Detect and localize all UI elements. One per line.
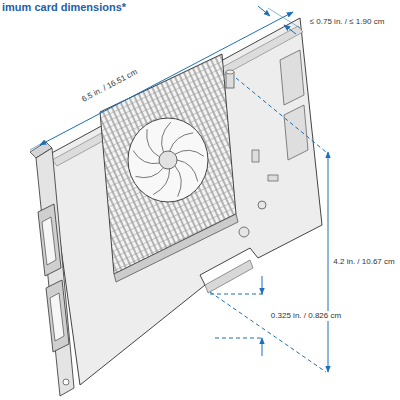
circuit-board [48, 18, 322, 385]
dimension-thickness [258, 6, 300, 34]
component [252, 150, 259, 162]
dimension-line [258, 6, 270, 16]
fan-blade [162, 122, 171, 152]
fan-blade [133, 151, 159, 164]
fan-blade [136, 168, 164, 178]
fan-blade [147, 129, 160, 157]
component [268, 175, 278, 181]
cooling-fan [128, 118, 208, 202]
fan-blades [133, 122, 204, 196]
fan-blade [153, 169, 169, 195]
dimension-finger [210, 276, 264, 356]
fan-hub [159, 151, 177, 169]
leader-line [236, 78, 326, 152]
dimension-label: 4.2 in. / 10.67 cm [331, 257, 396, 267]
dimension-label: 0.325 in. / 0.826 cm [269, 311, 343, 321]
mounting-bracket [36, 148, 74, 396]
edge-connector [205, 260, 253, 293]
fan-blade [170, 133, 194, 151]
bracket-notch [63, 379, 69, 385]
fan-blade [175, 166, 181, 197]
dimension-line [262, 276, 263, 294]
leader-line [210, 294, 264, 295]
heatsink-base [114, 214, 238, 282]
dvi-pin-block [42, 217, 56, 265]
leader-line [215, 338, 264, 339]
dimension-height [210, 78, 328, 372]
dimension-length [30, 12, 293, 150]
dimension-line [40, 12, 293, 145]
heatsink [100, 54, 236, 274]
extension-line [30, 141, 46, 150]
dimension-line [262, 338, 263, 356]
dimension-label: ≤ 0.75 in. / ≤ 1.90 cm [308, 17, 387, 27]
figure-title: imum card dimensions* [2, 1, 126, 13]
component [239, 227, 249, 237]
dvi-connector [38, 204, 61, 276]
capacitor-top [226, 70, 234, 74]
dvi-connector [46, 280, 69, 352]
board-connector [280, 50, 304, 105]
leader-line [210, 292, 326, 372]
fan-blade [177, 160, 198, 181]
dimension-line [284, 25, 296, 34]
component [258, 201, 266, 209]
dvi-pin-block [50, 293, 64, 341]
dimension-line [328, 152, 329, 372]
fan-blade [175, 150, 204, 156]
board-connector [284, 105, 308, 160]
capacitor [226, 72, 234, 88]
extension-line [268, 8, 300, 28]
